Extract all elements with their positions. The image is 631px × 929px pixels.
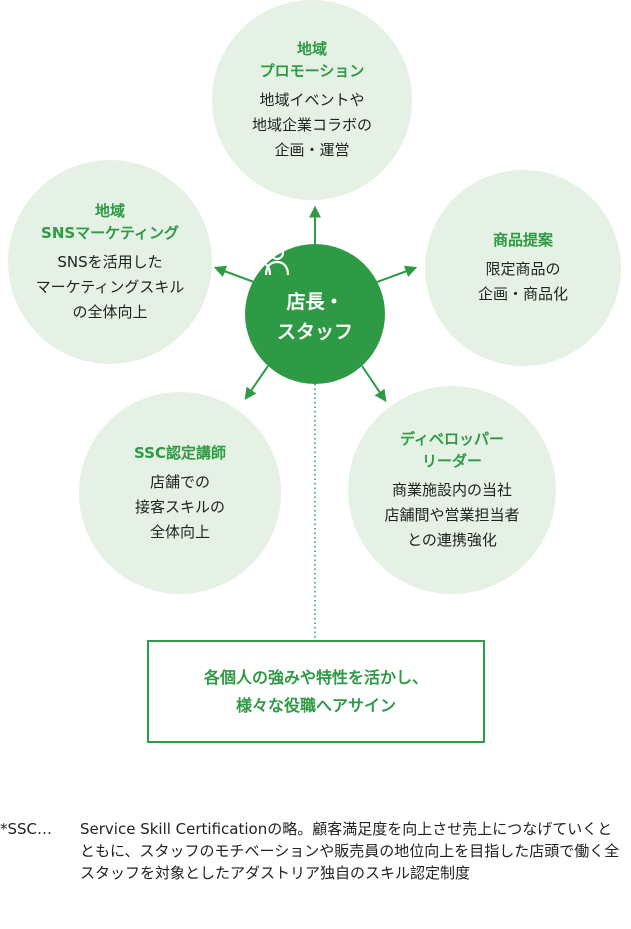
role-product-proposal: 商品提案 限定商品の 企画・商品化 — [425, 170, 621, 366]
connector-arrows — [213, 205, 418, 640]
role-description: 限定商品の 企画・商品化 — [477, 260, 568, 303]
role-description: SNSを活用した マーケティングスキル の全体向上 — [35, 252, 185, 321]
footnote-text: Service Skill Certificationの略。顧客満足度を向上させ… — [80, 820, 620, 882]
footnote-marker: *SSC… — [0, 820, 53, 838]
role-title: SSC認定講師 — [134, 443, 226, 462]
role-description: 地域イベントや 地域企業コラボの 企画・運営 — [251, 90, 372, 159]
role-regional-sns-marketing: 地域 SNSマーケティング SNSを活用した マーケティングスキル の全体向上 — [8, 160, 212, 364]
role-regional-promotion: 地域 プロモーション 地域イベントや 地域企業コラボの 企画・運営 — [212, 0, 412, 200]
summary-text: 各個人の強みや特性を活かし、 様々な役職へアサイン — [203, 667, 428, 715]
people-icon — [246, 245, 290, 276]
arrow-down-right — [361, 365, 387, 402]
center-node: 店長・ スタッフ — [245, 244, 385, 384]
role-ssc-instructor: SSC認定講師 店舗での 接客スキルの 全体向上 — [79, 392, 281, 594]
role-title: 地域 SNSマーケティング — [41, 201, 179, 242]
role-description: 商業施設内の当社 店舗間や営業担当者 との連携強化 — [384, 480, 520, 549]
role-title: 地域 プロモーション — [259, 39, 365, 80]
role-title: 商品提案 — [492, 231, 553, 249]
arrow-down-left — [244, 365, 269, 400]
role-description: 店舗での 接客スキルの 全体向上 — [134, 472, 225, 541]
center-label: 店長・ スタッフ — [276, 291, 353, 343]
role-developer-leader: ディベロッパー リーダー 商業施設内の当社 店舗間や営業担当者 との連携強化 — [348, 386, 556, 594]
role-diagram: 地域 プロモーション 地域イベントや 地域企業コラボの 企画・運営 商品提案 限… — [8, 0, 621, 743]
arrow-right — [376, 265, 418, 283]
arrow-left — [213, 265, 255, 283]
role-title: ディベロッパー リーダー — [400, 429, 504, 470]
summary-box: 各個人の強みや特性を活かし、 様々な役職へアサイン — [147, 640, 485, 743]
